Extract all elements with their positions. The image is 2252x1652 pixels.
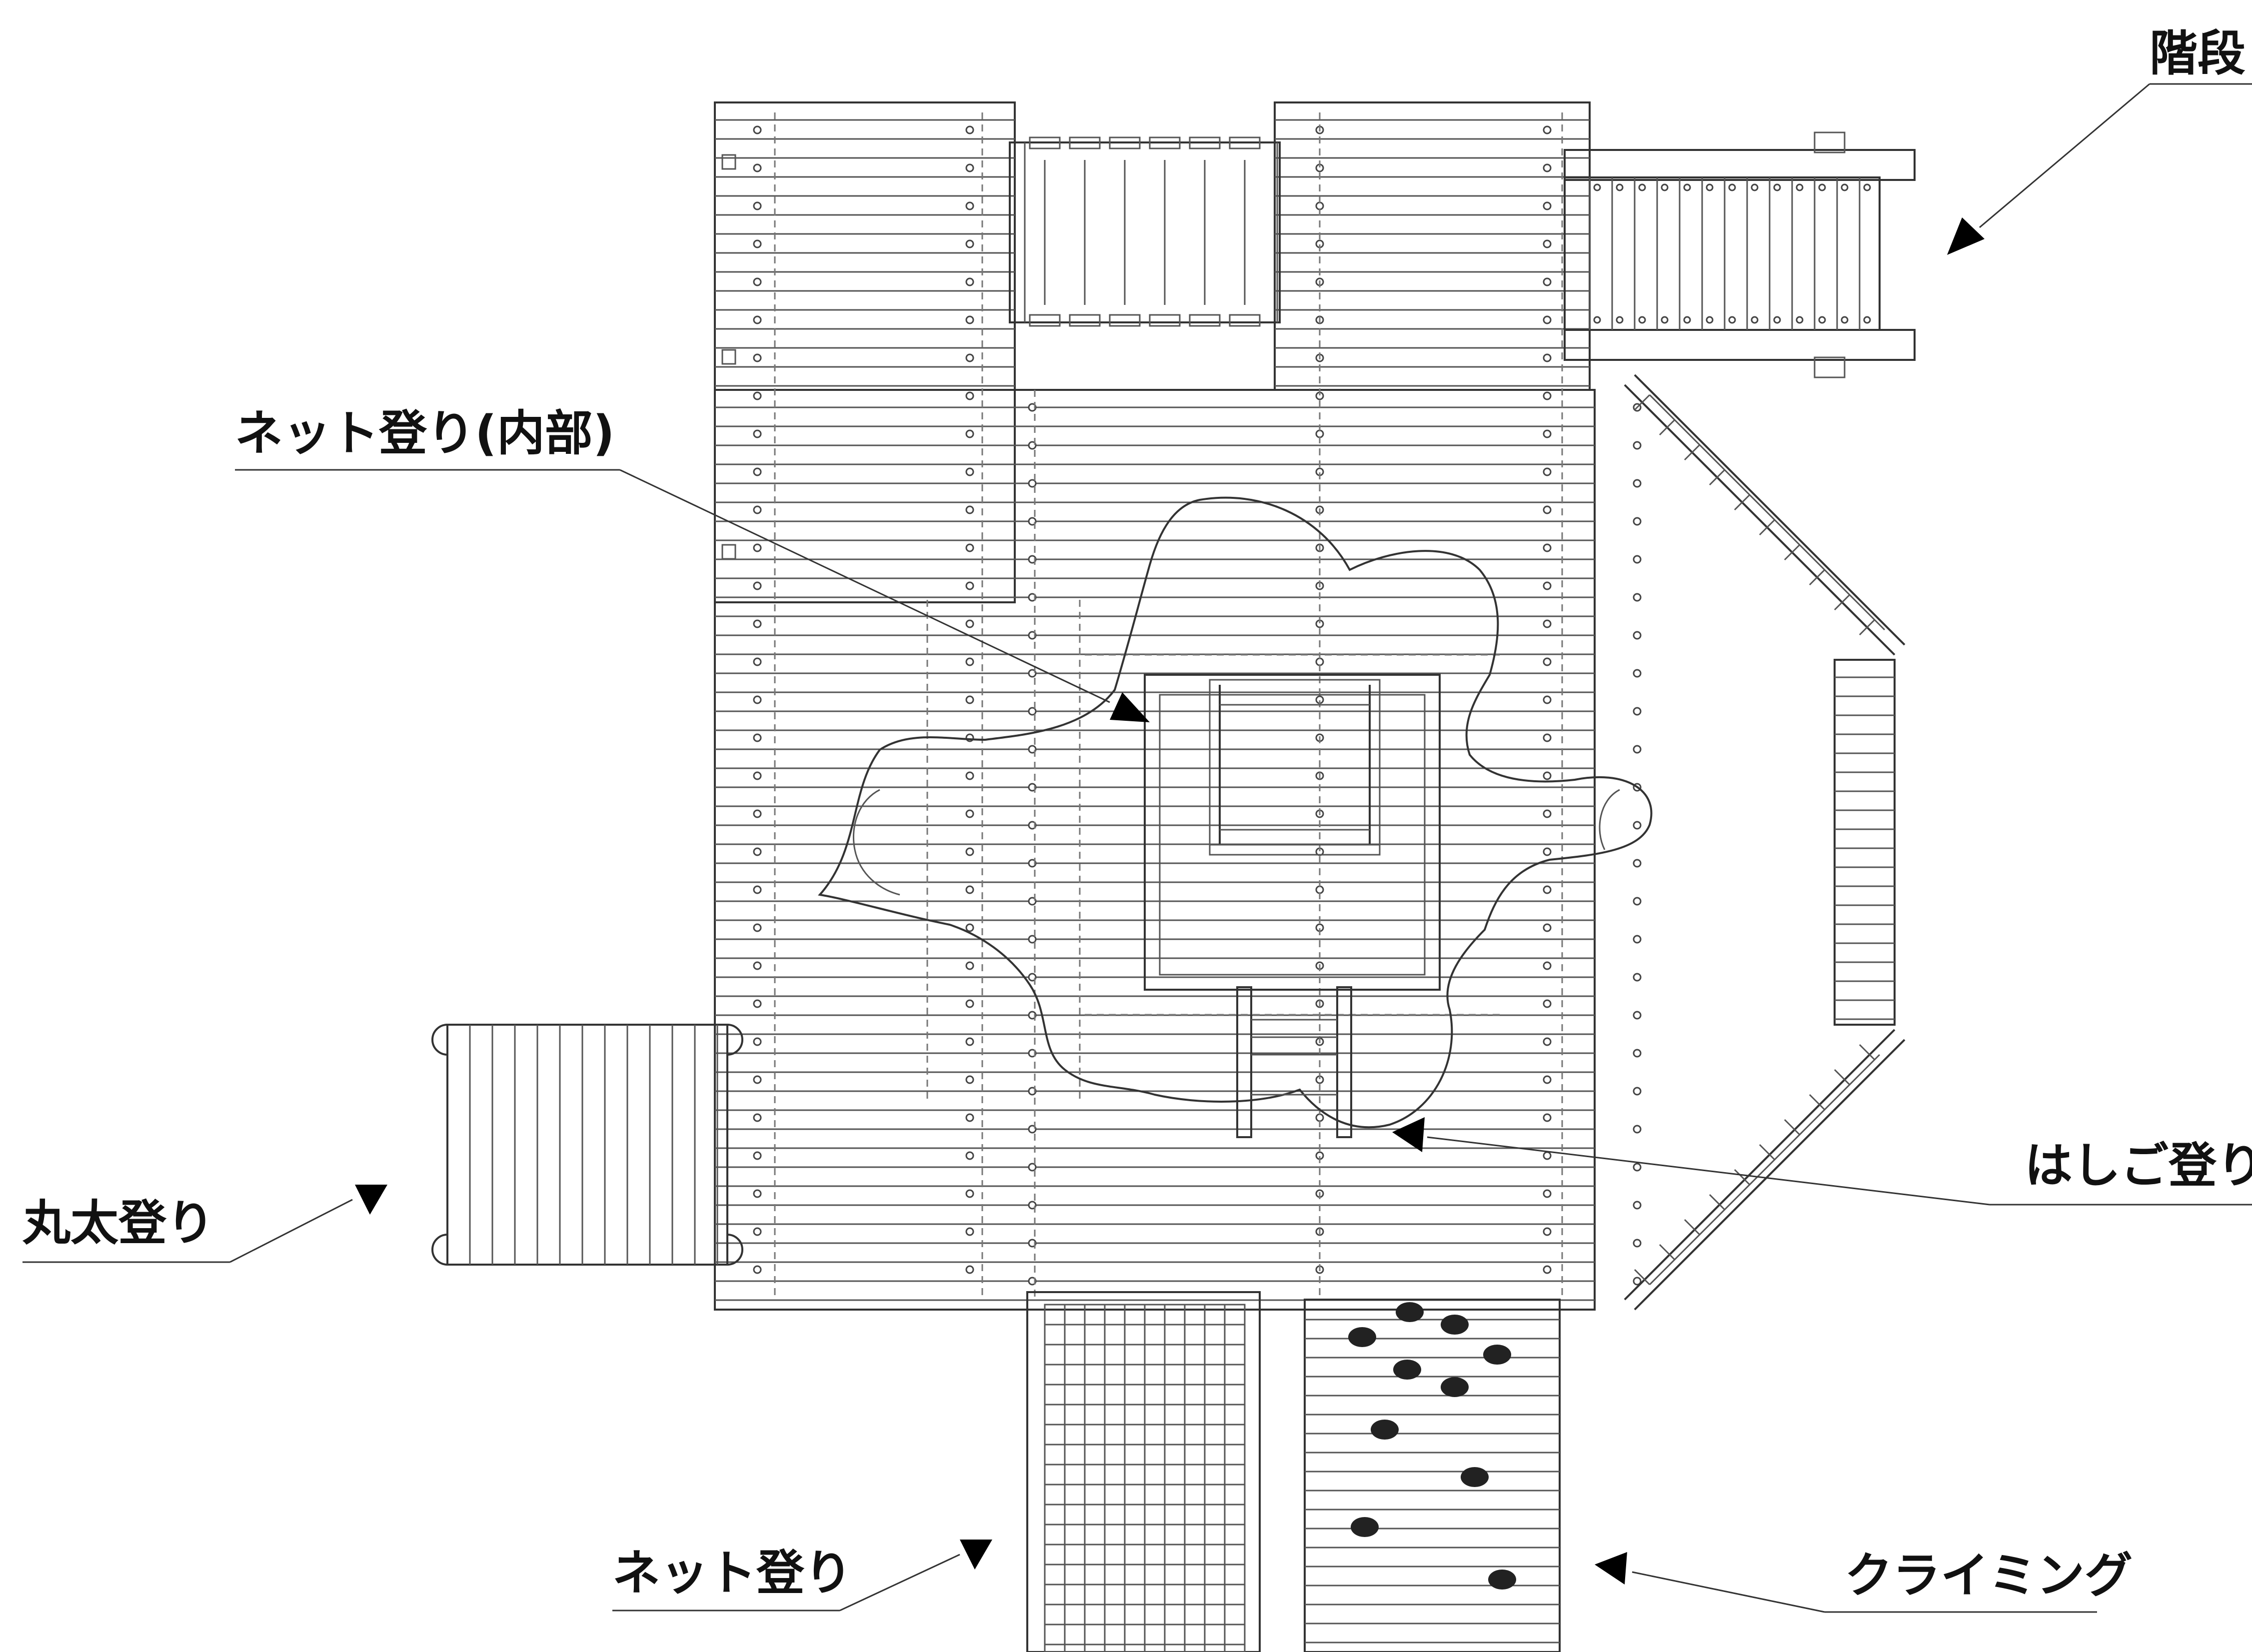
net-inner-label: ネット登り(内部) xyxy=(235,405,615,461)
net-grid xyxy=(1044,1304,1246,1652)
stairs-arrow xyxy=(1947,217,1985,255)
ladder-arrow xyxy=(1392,1117,1425,1152)
label-net: ネット登り xyxy=(612,1540,992,1612)
climb-lines xyxy=(1305,1319,1560,1644)
ladder-label: はしご登り xyxy=(2025,1138,2252,1194)
bridge-slats xyxy=(1029,136,1261,327)
net-label: ネット登り xyxy=(612,1545,852,1601)
right-railings xyxy=(1624,374,1906,1311)
label-stairs: 階段 xyxy=(1947,25,2252,255)
label-ladder: はしご登り xyxy=(1392,1117,2252,1206)
climbing-holds xyxy=(1348,1302,1516,1590)
label-log-climb: 丸太登り xyxy=(22,1185,387,1263)
net-arrow xyxy=(960,1540,992,1570)
stairs-structure xyxy=(1564,131,1916,378)
ladder-structure xyxy=(1236,986,1352,1138)
right-panel-lines xyxy=(1634,394,1895,1286)
climbing-label: クライミング xyxy=(1845,1548,2133,1604)
label-net-inner: ネット登り(内部) xyxy=(235,405,1150,722)
log-climb-arrow xyxy=(355,1185,387,1215)
log-climb-structure xyxy=(431,1024,743,1266)
label-climbing: クライミング xyxy=(1595,1548,2133,1613)
main-deck xyxy=(714,101,1642,1311)
top-bridge xyxy=(1009,136,1281,327)
stair-treads xyxy=(1589,177,1871,330)
deck-planks xyxy=(715,119,1595,1301)
log-climb-label: 丸太登り xyxy=(22,1195,214,1251)
stairs-label: 階段 xyxy=(2150,25,2246,81)
net-inner-arrow xyxy=(1110,692,1150,722)
central-climbing-rock xyxy=(818,496,1653,1129)
log-lines xyxy=(469,1025,718,1265)
net-climb-structure xyxy=(1026,1291,1261,1652)
climbing-arrow xyxy=(1595,1552,1627,1585)
climbing-wall-structure xyxy=(1304,1299,1561,1652)
bolt-rows xyxy=(753,125,1642,1286)
